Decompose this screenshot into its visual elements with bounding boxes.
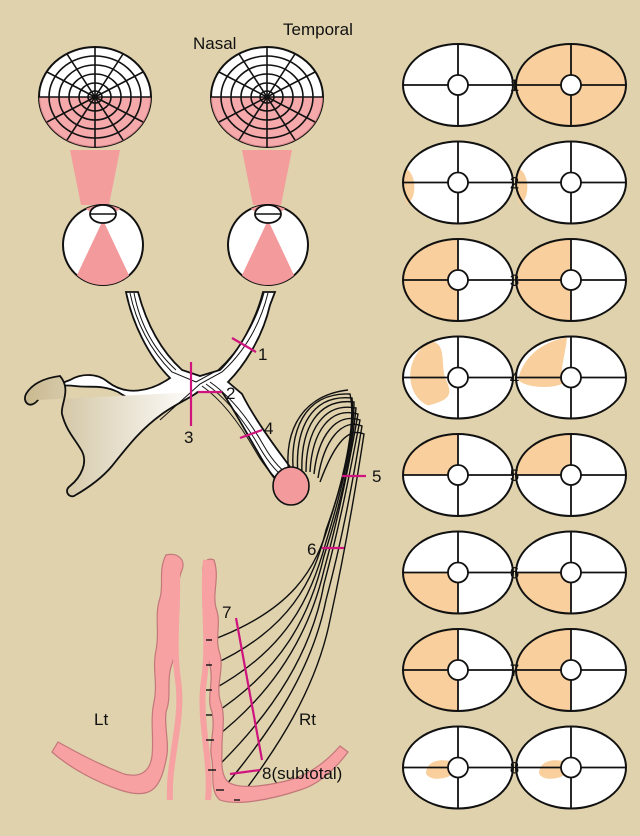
field-row-label: 2 bbox=[510, 174, 519, 193]
right-eye-field-8 bbox=[516, 727, 626, 809]
field-row-label: 1 bbox=[510, 76, 519, 95]
left-eye-field-3 bbox=[403, 239, 513, 321]
lesion-label-4: 4 bbox=[264, 419, 273, 438]
right-eye-field-6 bbox=[516, 532, 626, 614]
left-eye-field-1 bbox=[403, 44, 513, 126]
right-eye-field-2 bbox=[516, 142, 626, 224]
left-eye-field-5 bbox=[403, 434, 513, 516]
field-row-label: 4 bbox=[510, 369, 519, 388]
right-eye-field-1 bbox=[516, 44, 626, 126]
lateral-geniculate-body bbox=[273, 467, 309, 505]
lesion-label-3: 3 bbox=[184, 428, 193, 447]
field-row-label: 8 bbox=[510, 759, 519, 778]
right-eye-field-3 bbox=[516, 239, 626, 321]
field-row-label: 7 bbox=[510, 661, 519, 680]
field-row-label: 6 bbox=[510, 564, 519, 583]
right-eye-field-4 bbox=[516, 337, 626, 419]
field-row-label: 3 bbox=[510, 271, 519, 290]
lesion-label-5: 5 bbox=[372, 467, 381, 486]
left-eye-field-8 bbox=[403, 727, 513, 809]
left-hemisphere-label: Lt bbox=[94, 710, 108, 729]
lesion-label-2: 2 bbox=[226, 384, 235, 403]
right-eye-field-5 bbox=[516, 434, 626, 516]
left-eye-field-4 bbox=[403, 337, 513, 419]
right-hemisphere-label: Rt bbox=[299, 710, 316, 729]
lesion-label-7: 7 bbox=[222, 603, 231, 622]
lesion-label-6: 6 bbox=[307, 540, 316, 559]
temporal-label: Temporal bbox=[283, 20, 353, 39]
left-eye-field-6 bbox=[403, 532, 513, 614]
left-eye-field-2 bbox=[403, 142, 513, 224]
nasal-label: Nasal bbox=[193, 34, 236, 53]
field-row-label: 5 bbox=[510, 466, 519, 485]
lesion-label-1: 1 bbox=[258, 345, 267, 364]
right-eye-field-7 bbox=[516, 629, 626, 711]
lesion-label-8: 8(subtotal) bbox=[262, 764, 342, 783]
left-eye-field-7 bbox=[403, 629, 513, 711]
